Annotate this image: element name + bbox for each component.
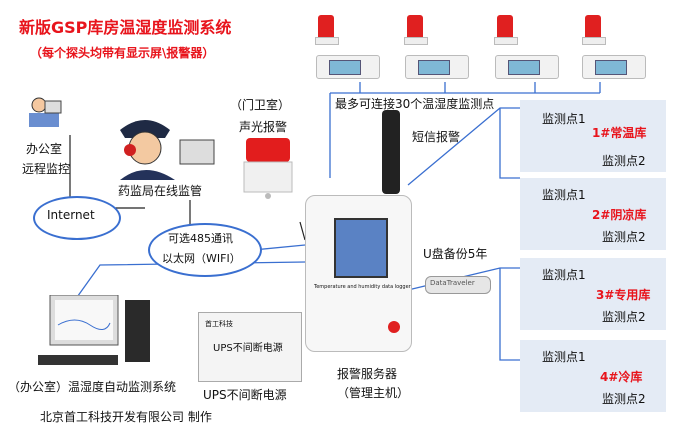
internet-cloud-icon [33, 196, 121, 240]
warehouse-name: 4#冷库 [600, 370, 643, 384]
monitor-point-1: 监测点1 [542, 350, 586, 364]
power-button-icon [388, 321, 400, 333]
police-officer-icon [100, 110, 220, 182]
warehouse-name: 2#阴凉库 [592, 208, 647, 222]
server-label: 报警服务器 [337, 367, 398, 381]
temperature-sensor-icon [582, 55, 646, 79]
network-cloud-icon [148, 223, 262, 277]
remote-monitor-label: 远程监控 [22, 162, 71, 176]
page-subtitle: （每个探头均带有显示屏\报警器） [30, 46, 215, 60]
server-screen [334, 218, 388, 278]
sound-light-alarm-label: 声光报警 [239, 120, 288, 134]
antenna-icon [382, 110, 400, 194]
guard-room-label: （门卫室） [230, 98, 291, 112]
rs485-label: 可选485通讯 [168, 232, 233, 245]
ups-label: UPS不间断电源 [203, 388, 287, 402]
monitor-point-2: 监测点2 [602, 392, 646, 406]
usb-drive-icon: DataTraveler [425, 276, 491, 294]
warehouse-panel: 监测点1 4#冷库 监测点2 [520, 340, 666, 412]
ups-brand: 首工科技 [205, 320, 233, 328]
warehouse-name: 1#常温库 [592, 126, 647, 140]
monitor-point-2: 监测点2 [602, 310, 646, 324]
footer-credit: 北京首工科技开发有限公司 制作 [40, 410, 212, 424]
warehouse-panel: 监测点1 1#常温库 监测点2 [520, 100, 666, 172]
workstation-label: （办公室）温湿度自动监测系统 [8, 380, 177, 394]
fda-label: 药监局在线监管 [118, 184, 203, 198]
monitor-point-1: 监测点1 [542, 268, 586, 282]
warehouse-panel: 监测点1 3#专用库 监测点2 [520, 258, 666, 330]
warehouse-name: 3#专用库 [596, 288, 651, 302]
monitor-point-2: 监测点2 [602, 154, 646, 168]
ethernet-wifi-label: 以太网（WIFI） [162, 252, 241, 265]
office-label: 办公室 [26, 142, 63, 156]
temperature-sensor-icon [316, 55, 380, 79]
usb-backup-label: U盘备份5年 [423, 247, 488, 261]
ups-device: 首工科技 UPS不间断电源 [198, 312, 302, 382]
internet-label: Internet [47, 208, 95, 222]
monitor-point-2: 监测点2 [602, 230, 646, 244]
alarm-beacon-icon [404, 15, 428, 45]
workstation-computer-icon [30, 294, 155, 370]
server-sublabel: （管理主机） [337, 386, 410, 400]
warehouse-panel: 监测点1 2#阴凉库 监测点2 [520, 178, 666, 250]
temperature-sensor-icon [405, 55, 469, 79]
alarm-server-device: Temperature and humidity data logger [305, 195, 412, 352]
temperature-sensor-icon [495, 55, 559, 79]
page-title: 新版GSP库房温湿度监测系统 [19, 18, 232, 37]
alarm-beacon-icon [494, 15, 518, 45]
sms-alarm-label: 短信报警 [412, 130, 461, 144]
alarm-beacon-icon [315, 15, 339, 45]
office-user-icon [27, 95, 63, 129]
monitor-point-1: 监测点1 [542, 112, 586, 126]
ups-box-label: UPS不间断电源 [213, 343, 283, 354]
usb-brand: DataTraveler [430, 279, 475, 287]
sensor-caption: 最多可连接30个温湿度监测点 [335, 97, 495, 111]
monitor-point-1: 监测点1 [542, 188, 586, 202]
device-caption: Temperature and humidity data logger [314, 284, 411, 290]
siren-icon [242, 138, 294, 200]
alarm-beacon-icon [582, 15, 606, 45]
